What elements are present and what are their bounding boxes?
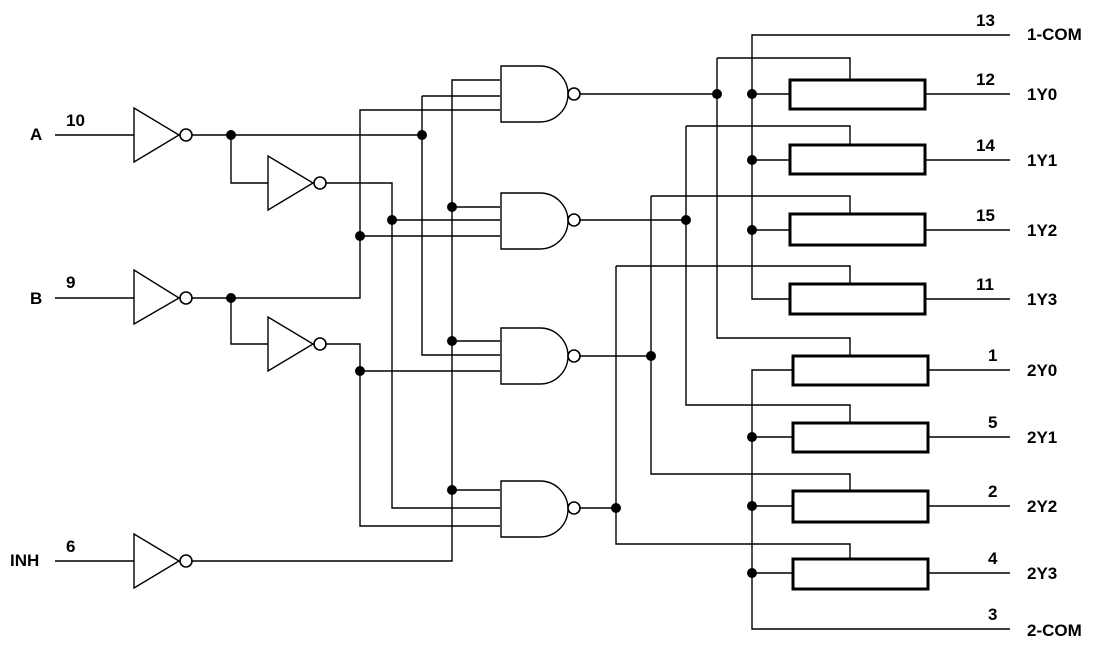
nand-gate-4: [500, 480, 581, 538]
inverter-inh: [133, 532, 193, 590]
inverter-b2: [267, 315, 327, 373]
input-a-label: A: [30, 125, 42, 144]
input-wires: [55, 134, 134, 562]
output-label-2com: 2-COM: [1027, 621, 1082, 640]
output-pin-1y1: 14: [976, 136, 995, 155]
decoder-wires: [192, 79, 500, 562]
switch-2y3: [791, 557, 930, 591]
output-label-2y0: 2Y0: [1027, 361, 1057, 380]
switch-1y0: [788, 78, 927, 111]
switch-1y1: [788, 143, 927, 176]
output-label-1y3: 1Y3: [1027, 290, 1057, 309]
nand-gate-2: [500, 192, 581, 250]
output-pin-2y1: 5: [988, 413, 997, 432]
output-pin-1y0: 12: [976, 70, 995, 89]
output-pin-1com: 13: [976, 11, 995, 30]
input-inh-label: INH: [10, 551, 39, 570]
junction-dots: [226, 89, 757, 578]
output-label-2y1: 2Y1: [1027, 428, 1057, 447]
output-pin-1y2: 15: [976, 206, 995, 225]
output-label-2y2: 2Y2: [1027, 497, 1057, 516]
output-pin-2y3: 4: [988, 549, 998, 568]
input-b-pin: 9: [66, 273, 75, 292]
input-a-pin: 10: [66, 111, 85, 130]
output-pin-2com: 3: [988, 605, 997, 624]
output-pin-2y0: 1: [988, 346, 997, 365]
switch-2y2: [791, 489, 930, 524]
output-label-2y3: 2Y3: [1027, 564, 1057, 583]
switch-2y0: [791, 354, 930, 387]
switch-2y1: [791, 421, 930, 454]
output-label-1com: 1-COM: [1027, 25, 1082, 44]
output-label-1y2: 1Y2: [1027, 221, 1057, 240]
switch-1y3: [788, 282, 927, 316]
inverter-a2: [267, 154, 327, 212]
input-inh-pin: 6: [66, 537, 75, 556]
nand-gate-1: [500, 65, 581, 123]
control-wires: [580, 57, 851, 559]
com-buses: [751, 34, 1010, 630]
output-label-1y0: 1Y0: [1027, 85, 1057, 104]
output-pin-2y2: 2: [988, 482, 997, 501]
output-wires: [925, 93, 1010, 574]
output-pin-1y3: 11: [976, 275, 994, 294]
switch-1y2: [788, 212, 927, 247]
inverter-a: [133, 106, 193, 164]
input-b-label: B: [30, 289, 42, 308]
nand-gate-3: [500, 327, 581, 385]
inverter-b: [133, 268, 193, 326]
output-label-1y1: 1Y1: [1027, 151, 1057, 170]
